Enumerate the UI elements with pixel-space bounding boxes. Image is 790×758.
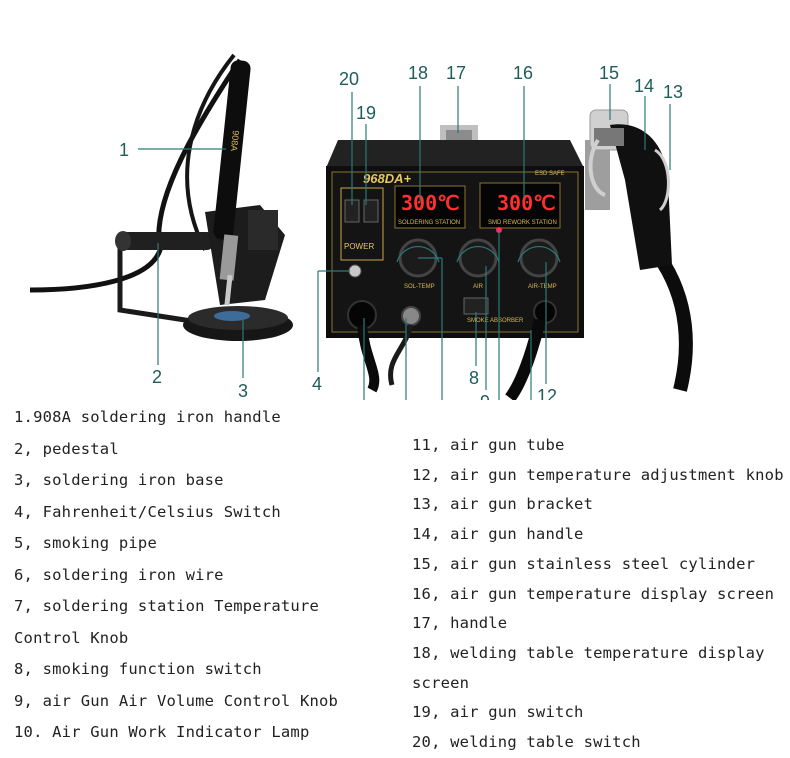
callout-17: 17 [446,63,466,83]
callout-4: 4 [312,374,322,394]
legend-item-8: 8, smoking function switch [14,660,262,678]
brand-label: 968DA+ [363,171,411,186]
legend-item-13: 13, air gun bracket [412,495,594,514]
station-illustration: 968DA+ ESD SAFE POWER 300℃ SOLDERING STA… [326,125,584,400]
callout-12: 12 [537,386,557,400]
legend-item-2: 2, pedestal [14,439,119,458]
callout-18: 18 [408,63,428,83]
knob3-label: AIR-TEMP [528,284,557,290]
legend-left-column: 1.908A soldering iron handle 2, pedestal… [14,402,394,749]
smoke-absorber-label: SMOKE ABSORBER [467,318,524,324]
air-gun-display: 300℃ [497,191,556,215]
legend-item-1: 1.908A soldering iron handle [14,408,281,426]
legend-item-15-16-17: 15, air gun stainless steel cylinder 16,… [412,554,775,633]
knob1-label: SOL-TEMP [404,284,435,290]
callout-13: 13 [663,82,683,102]
left-station-label: SOLDERING STATION [398,220,460,226]
callout-16: 16 [513,63,533,83]
legend-item-5: 5, smoking pipe [14,534,157,552]
product-diagram: 908A 968DA+ ESD SAFE POWER 300℃ SOLDERIN… [29,53,693,400]
legend-item-14: 14, air gun handle [412,525,584,544]
legend-item-3: 3, soldering iron base [14,471,224,489]
callout-15: 15 [599,63,619,83]
iron-stand-illustration: 908A [29,53,293,341]
esd-label: ESD SAFE [535,171,565,177]
legend-item-10: 10. Air Gun Work Indicator Lamp [14,723,310,741]
legend-item-18: 18, welding table temperature display sc… [412,643,765,692]
legend-item-6: 6, soldering iron wire [14,565,224,584]
callout-labels: 1 2 3 4 5 6 7 8 9 10 11 12 13 14 15 16 1… [119,63,683,400]
work-indicator-lamp [496,227,502,233]
callout-3: 3 [238,381,248,400]
legend-item-19: 19, air gun switch [412,703,584,722]
air-gun-switch[interactable] [363,199,379,223]
legend-item-11: 11, air gun tube [412,436,565,454]
air-volume-knob[interactable] [458,238,498,278]
knob2-label: AIR [473,284,484,290]
callout-14: 14 [634,76,654,96]
legend-item-9: 9, air Gun Air Volume Control Knob [14,691,339,710]
welding-table-display: 300℃ [401,191,460,215]
iron-model-print: 908A [229,130,241,152]
callout-8: 8 [469,368,479,388]
air-temp-knob[interactable] [519,238,559,278]
legend-item-7: 7, soldering station Temperature Control… [14,597,320,647]
leader-lines [138,84,671,400]
callout-19: 19 [356,103,376,123]
callout-9: 9 [480,392,490,400]
fahrenheit-celsius-switch[interactable] [348,264,362,278]
soldering-iron-handle [213,60,251,240]
callout-1: 1 [119,140,129,160]
legend-right-column: 11, air gun tube 12, air gun temperature… [412,431,784,758]
legend-item-20: 20, welding table switch [412,733,641,752]
callout-20: 20 [339,69,359,89]
legend-item-4: 4, Fahrenheit/Celsius Switch [14,502,281,521]
power-label: POWER [344,242,374,251]
air-gun-illustration [585,109,693,392]
smoking-function-switch[interactable] [463,297,489,315]
legend-item-12: 12, air gun temperature adjustment knob [412,465,784,484]
right-station-label: SMD REWORK STATION [488,220,557,226]
callout-2: 2 [152,367,162,387]
